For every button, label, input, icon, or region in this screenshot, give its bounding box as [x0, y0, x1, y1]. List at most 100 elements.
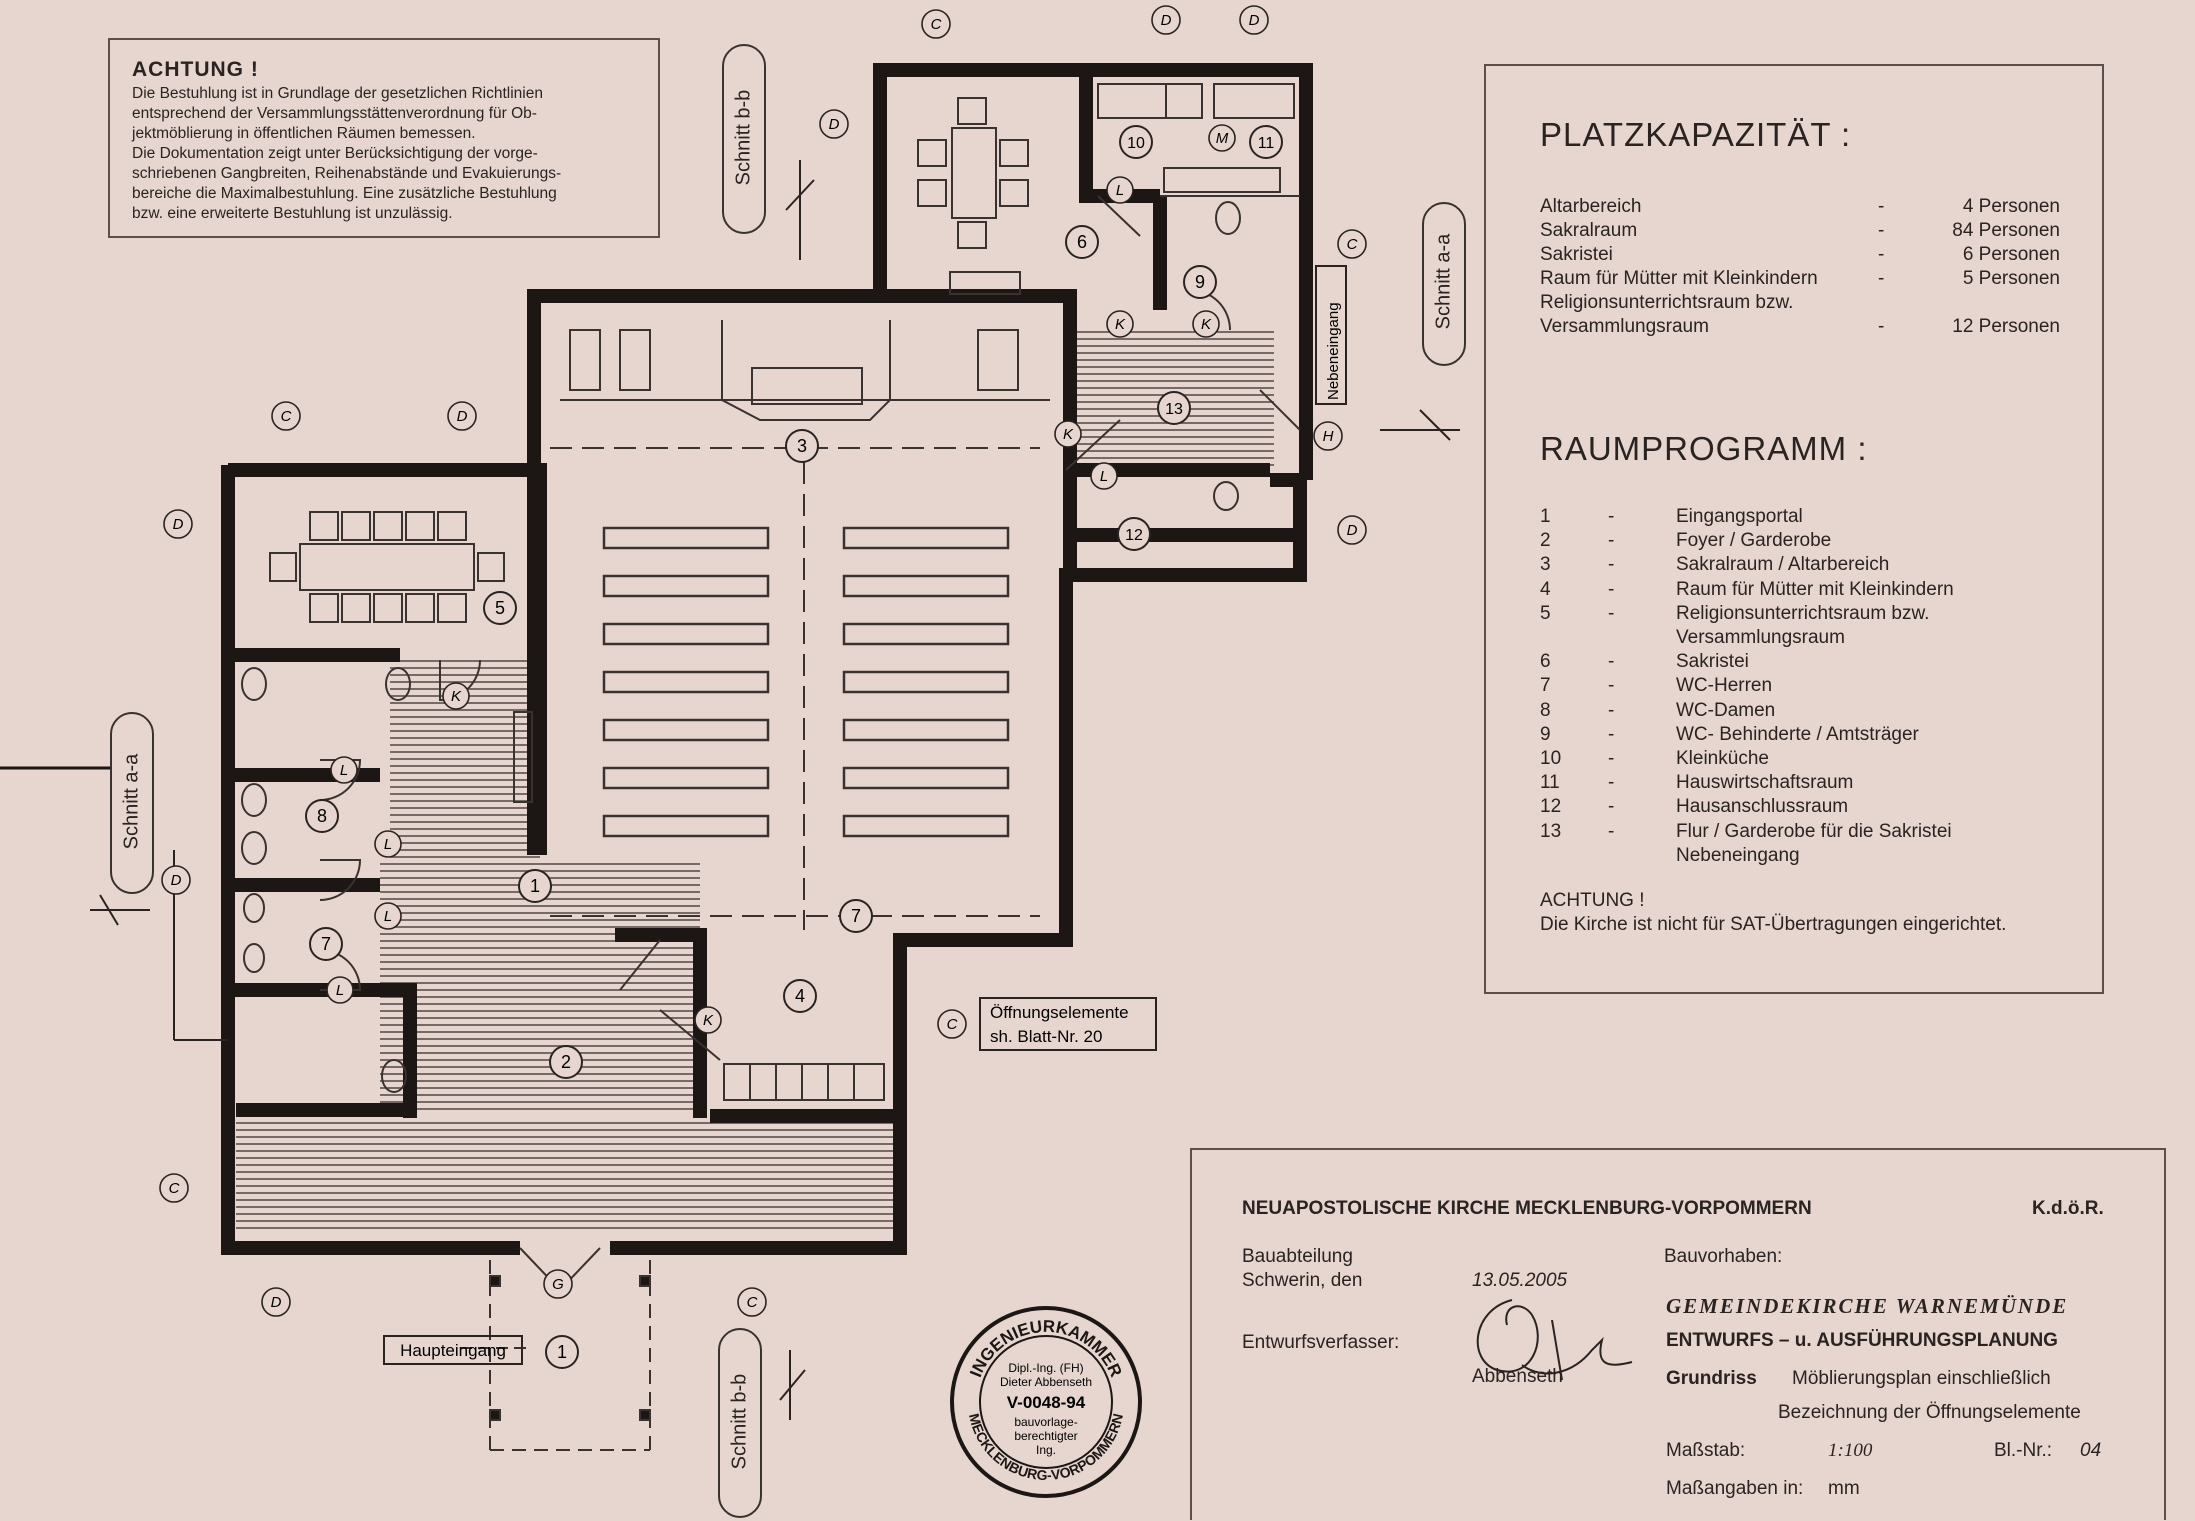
- designer-label: Entwurfsverfasser:: [1242, 1332, 1400, 1353]
- program-num: 12: [1540, 796, 1562, 818]
- marker-l: L: [384, 836, 392, 853]
- program-row: 1 - Eingangsportal: [1540, 506, 2060, 530]
- hatched-floors: [236, 330, 1274, 1232]
- marker-d: D: [171, 872, 182, 889]
- program-num: 11: [1540, 772, 1560, 794]
- program-label: Eingangsportal: [1676, 506, 1803, 527]
- program-row: 3-Sakralraum / Altarbereich: [1540, 554, 2060, 578]
- scale-value: 1:100: [1828, 1440, 1873, 1461]
- program-row: 2 - Foyer / Garderobe: [1540, 530, 2060, 554]
- date: 13.05.2005: [1472, 1270, 1568, 1291]
- sacristy-table: [917, 97, 1029, 295]
- room-label-1: 1: [530, 876, 540, 896]
- program-label: Flur / Garderobe für die Sakristei: [1676, 820, 1952, 842]
- designer-name: Abbenseth: [1472, 1366, 1563, 1387]
- marker-k: K: [451, 688, 462, 705]
- program-label: Foyer / Garderobe: [1676, 530, 1832, 552]
- capacity-value: 84 Personen: [1952, 220, 2060, 241]
- opening-markers: C D D D C H D C D D D C D C C K K K K K …: [159, 5, 1367, 1317]
- room-label-12: 12: [1125, 527, 1143, 544]
- section-aa-label: Schnitt a-a: [120, 753, 143, 850]
- program-dash: -: [1608, 554, 1615, 576]
- main-entrance-label: Haupteingang: [400, 1341, 506, 1360]
- meeting-table: [269, 511, 505, 623]
- program-dash: -: [1608, 602, 1615, 624]
- room-label-7-annex: 7: [851, 906, 861, 926]
- program-label: Hauswirtschaftsraum: [1676, 772, 1854, 794]
- capacity-row: Religionsunterrichtsraum bzw.: [1540, 292, 2060, 316]
- openings-note-box: [979, 997, 1157, 1051]
- sheet-label: Bl.-Nr.:: [1994, 1440, 2053, 1461]
- capacity-row: Sakralraum-84 Personen: [1540, 220, 2060, 244]
- marker-g: G: [552, 1276, 564, 1293]
- program-dash: -: [1608, 530, 1615, 552]
- side-entrance-box: [1315, 265, 1347, 405]
- room-label-2: 2: [561, 1052, 571, 1072]
- program-label: Sakralraum / Altarbereich: [1676, 554, 1890, 576]
- capacity-row: Versammlungsraum-12 Personen: [1540, 316, 2060, 340]
- capacity-dash: -: [1878, 196, 1885, 217]
- warning-body: Die Bestuhlung ist in Grundlage der gese…: [132, 85, 562, 222]
- room-label-9: 9: [1195, 272, 1205, 292]
- capacity-dash: -: [1878, 220, 1885, 241]
- units-label: Maßangaben in:: [1666, 1478, 1804, 1499]
- program-dash: -: [1608, 723, 1615, 745]
- wc-fixtures: [241, 201, 1241, 1093]
- marker-c: C: [169, 1180, 180, 1197]
- marker-c: C: [281, 408, 292, 425]
- marker-d: D: [457, 408, 468, 425]
- project-name: GEMEINDEKIRCHE WARNEMÜNDE: [1666, 1294, 2069, 1318]
- program-dash: -: [1608, 796, 1615, 818]
- main-entrance-box: [383, 1335, 523, 1365]
- program-num: 5: [1540, 602, 1551, 624]
- section-bb-label: Schnitt b-b: [732, 89, 755, 186]
- program-row: 10-Kleinküche: [1540, 748, 2060, 772]
- program-label: Hausanschlussraum: [1676, 796, 1849, 818]
- program-row: 8-WC-Damen: [1540, 700, 2060, 724]
- section-aa-label: Schnitt a-a: [1432, 233, 1455, 330]
- program-num: 4: [1540, 578, 1551, 600]
- program-dash: -: [1608, 578, 1615, 600]
- marker-d: D: [1161, 12, 1172, 29]
- service-fixtures: [1097, 83, 1300, 197]
- program-num: 8: [1540, 699, 1551, 721]
- capacity-name: Sakristei: [1540, 244, 1613, 265]
- program-num: 13: [1540, 820, 1562, 842]
- capacity-name: Versammlungsraum: [1540, 316, 1709, 337]
- program-label: WC- Behinderte / Amtsträger: [1676, 723, 1919, 745]
- marker-c: C: [931, 16, 942, 33]
- program-dash: -: [1608, 772, 1615, 794]
- program-num: 1: [1540, 506, 1551, 527]
- program-label: Versammlungsraum: [1676, 627, 1845, 648]
- room-label-4: 4: [795, 986, 805, 1006]
- marker-k: K: [1201, 316, 1212, 333]
- stamp-line-2: Dieter Abbenseth: [1000, 1375, 1092, 1389]
- sat-note-body: Die Kirche ist nicht für SAT-Übertragung…: [1540, 914, 2007, 935]
- stamp-line-5: berechtigter: [1014, 1429, 1077, 1443]
- program-row: Versammlungsraum: [1540, 627, 2060, 651]
- program-row: 6-Sakristei: [1540, 651, 2060, 675]
- scale-label: Maßstab:: [1666, 1440, 1746, 1461]
- marker-d: D: [1347, 522, 1358, 539]
- program-num: 9: [1540, 723, 1551, 745]
- program-num: 10: [1540, 748, 1562, 769]
- department: Bauabteilung: [1242, 1246, 1353, 1267]
- program-num: 2: [1540, 530, 1551, 552]
- project-label: Bauvorhaben:: [1664, 1246, 1783, 1267]
- marker-c: C: [747, 1294, 758, 1311]
- section-bb-bottom: Schnitt b-b: [718, 1328, 762, 1518]
- room-label-6: 6: [1077, 232, 1087, 252]
- doors: [319, 195, 1301, 1292]
- program-title: RAUMPROGRAMM :: [1540, 430, 1868, 467]
- capacity-dash: -: [1878, 268, 1885, 289]
- capacity-row: Altarbereich-4 Personen: [1540, 196, 2060, 220]
- warning-title: ACHTUNG !: [132, 58, 259, 81]
- program-dash: -: [1608, 820, 1615, 842]
- program-dash: -: [1608, 506, 1615, 527]
- program-dash: -: [1608, 675, 1615, 697]
- capacity-row: Raum für Mütter mit Kleinkindern-5 Perso…: [1540, 268, 2060, 292]
- capacity-value: 6 Personen: [1962, 244, 2060, 265]
- program-label: Religionsunterrichtsraum bzw.: [1676, 602, 1930, 624]
